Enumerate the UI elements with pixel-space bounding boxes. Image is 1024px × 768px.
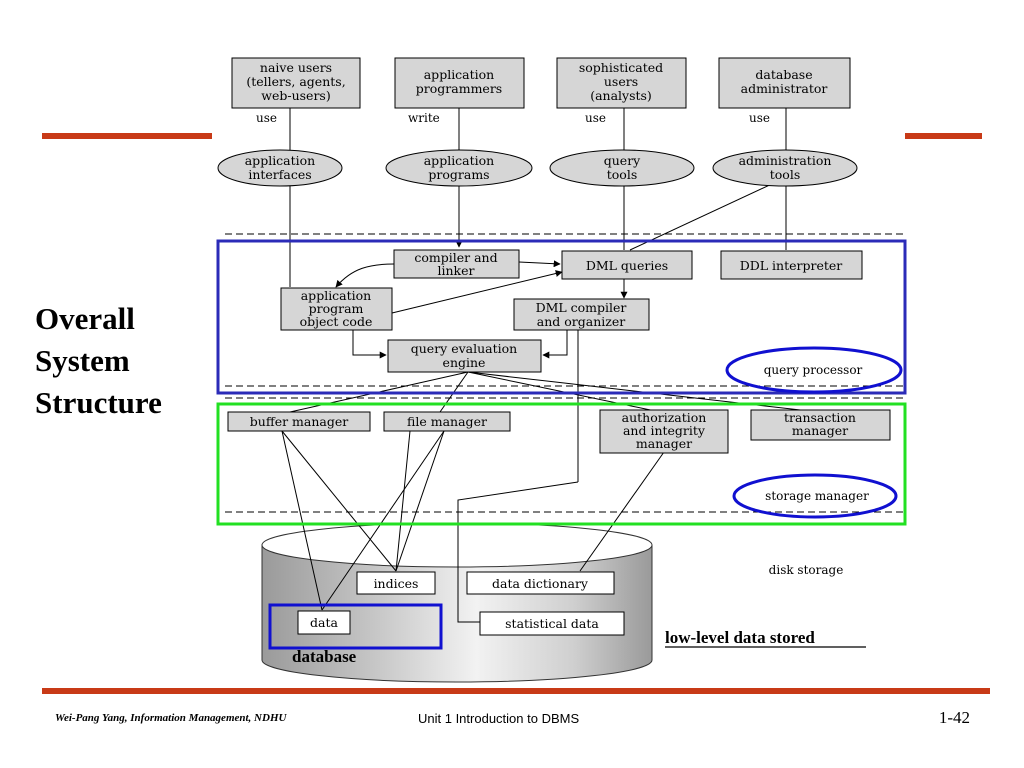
footer-unit: Unit 1 Introduction to DBMS <box>418 711 580 726</box>
compiler-line-1: compiler and <box>414 250 497 265</box>
ddl-interpreter-label: DDL interpreter <box>740 258 843 273</box>
indices-box: indices <box>356 571 436 595</box>
dml-queries-label: DML queries <box>586 258 668 273</box>
compiler-linker-box: compiler and linker <box>393 249 520 279</box>
tool-interfaces-line-1: application <box>245 153 316 168</box>
object-code-line-1: application <box>301 288 372 303</box>
storage-manager-highlight <box>732 473 898 519</box>
tool-application-interfaces: application interfaces <box>217 149 343 187</box>
low-level-data-label: low-level data stored <box>665 628 815 647</box>
tool-programs-line-2: programs <box>428 167 489 182</box>
disk-storage-label: disk storage <box>769 563 844 577</box>
tool-interfaces-line-2: interfaces <box>248 167 311 182</box>
engine-line-2: engine <box>443 355 486 370</box>
data-dictionary-label: data dictionary <box>492 576 589 591</box>
user-programmers-line-1: application <box>424 67 495 82</box>
slide-title: Overall System Structure <box>35 298 205 424</box>
top-rule-right <box>905 133 982 139</box>
user-sophisticated-line-2: users <box>604 74 638 89</box>
user-box-programmers: application programmers <box>394 57 525 109</box>
title-line-3: Structure <box>35 385 162 420</box>
dashed-separators <box>225 233 905 513</box>
footer-author: Wei-Pang Yang, Information Management, N… <box>55 712 287 724</box>
user-naive-line-3: web-users) <box>261 88 330 103</box>
buffer-manager-box: buffer manager <box>227 411 371 432</box>
dml-compiler-box: DML compiler and organizer <box>513 298 650 331</box>
action-label-write: write <box>408 111 440 125</box>
page-number: 1-42 <box>938 708 970 727</box>
statistical-data-box: statistical data <box>479 611 625 636</box>
dml-queries-box: DML queries <box>561 250 693 280</box>
auth-line-2: and integrity <box>623 423 706 438</box>
tool-programs-line-1: application <box>424 153 495 168</box>
tool-query-line-1: query <box>604 153 641 168</box>
auth-line-1: authorization <box>622 410 707 425</box>
auth-line-3: manager <box>636 436 692 451</box>
user-box-dba: database administrator <box>718 57 851 109</box>
transaction-line-1: transaction <box>784 410 856 425</box>
user-dba-line-1: database <box>755 67 812 82</box>
action-label-use-1: use <box>256 111 277 125</box>
auth-integrity-manager-box: authorization and integrity manager <box>599 409 729 454</box>
action-label-use-2: use <box>585 111 606 125</box>
tool-query-tools: query tools <box>549 149 695 187</box>
top-rule-left <box>42 133 212 139</box>
statistical-data-label: statistical data <box>505 616 599 631</box>
database-label: database <box>292 647 357 666</box>
compiler-line-2: linker <box>438 263 475 278</box>
tool-application-programs: application programs <box>385 149 533 187</box>
user-sophisticated-line-3: (analysts) <box>590 88 652 103</box>
file-manager-box: file manager <box>383 411 511 432</box>
data-box: data <box>297 610 351 635</box>
query-engine-box: query evaluation engine <box>387 339 542 373</box>
buffer-manager-label: buffer manager <box>250 414 348 429</box>
user-box-sophisticated: sophisticated users (analysts) <box>556 57 687 109</box>
query-processor-frame <box>216 239 907 395</box>
query-processor-label: query processor <box>764 363 863 377</box>
tool-admin-line-2: tools <box>770 167 801 182</box>
object-code-line-3: object code <box>300 314 373 329</box>
title-line-2: System <box>35 343 130 378</box>
app-object-code-box: application program object code <box>280 287 393 331</box>
query-processor-highlight <box>725 346 903 394</box>
user-programmers-line-2: programmers <box>416 81 502 96</box>
database-highlight-frame <box>268 603 443 650</box>
transaction-manager-box: transaction manager <box>750 409 891 441</box>
tool-administration-tools: administration tools <box>712 149 858 187</box>
data-dictionary-box: data dictionary <box>466 571 615 595</box>
user-naive-line-2: (tellers, agents, <box>246 74 345 89</box>
ddl-interpreter-box: DDL interpreter <box>720 250 863 280</box>
dml-compiler-line-1: DML compiler <box>536 300 627 315</box>
tool-query-line-2: tools <box>607 167 638 182</box>
storage-manager-frame <box>216 402 907 526</box>
file-manager-label: file manager <box>407 414 487 429</box>
dml-compiler-line-2: and organizer <box>537 314 625 329</box>
user-box-naive: naive users (tellers, agents, web-users) <box>231 57 361 109</box>
user-sophisticated-line-1: sophisticated <box>579 60 663 75</box>
user-dba-line-2: administrator <box>741 81 828 96</box>
connector-lines <box>281 108 819 623</box>
engine-line-1: query evaluation <box>411 341 517 356</box>
title-line-1: Overall <box>35 301 135 336</box>
user-naive-line-1: naive users <box>260 60 332 75</box>
data-label: data <box>310 615 338 630</box>
object-code-line-2: program <box>309 301 364 316</box>
bottom-rule <box>42 688 990 694</box>
action-label-use-3: use <box>749 111 770 125</box>
transaction-line-2: manager <box>792 423 848 438</box>
storage-manager-label: storage manager <box>765 489 869 503</box>
tool-admin-line-1: administration <box>739 153 832 168</box>
indices-label: indices <box>374 576 419 591</box>
